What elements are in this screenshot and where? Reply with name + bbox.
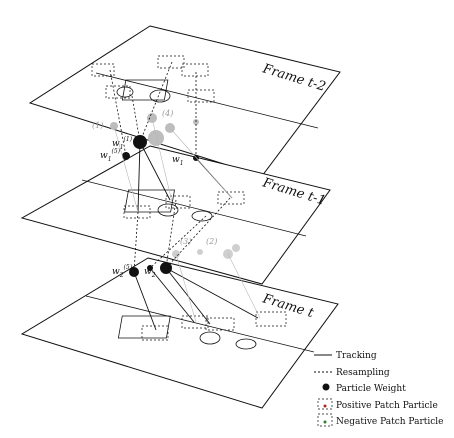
weight-label-gray-2: (2) [206,237,217,246]
legend-resampling: Resampling [336,368,390,378]
weight-label-w2-5: w2(5) [112,264,133,279]
legend-positive-patch: Positive Patch Particle [336,401,438,411]
frame-t-minus-2: Frame t-2 [28,25,341,177]
frame-t-minus-1: Frame t-1 [20,145,331,285]
weight-label-w2: w2 [144,267,156,279]
frame-t: Frame t [20,257,339,409]
weight-label-w1-5: w1(5) [100,148,121,163]
resampling-lines [109,61,231,273]
weight-labels: w1(1) w1(5) w1 w2(5) w2 (1) (2) (3) (4) [92,109,217,279]
negative-patch-legend-icon [317,413,333,427]
weight-label-gray-4: (4) [162,109,173,118]
legend-tracking: Tracking [336,351,377,361]
legend-negative-patch: Negative Patch Particle [336,417,444,427]
legend: Tracking Resampling Particle Weight Posi… [314,351,444,427]
weight-label-gray-1: (1) [92,121,103,130]
weight-label-gray-3: (3) [180,237,191,246]
particle-weight-legend-icon [322,383,330,391]
weight-label-w1: w1(1) [112,136,133,151]
projection-lines [113,117,261,323]
weight-label-w1-right: w1 [172,155,184,167]
legend-particle-weight: Particle Weight [336,384,406,394]
